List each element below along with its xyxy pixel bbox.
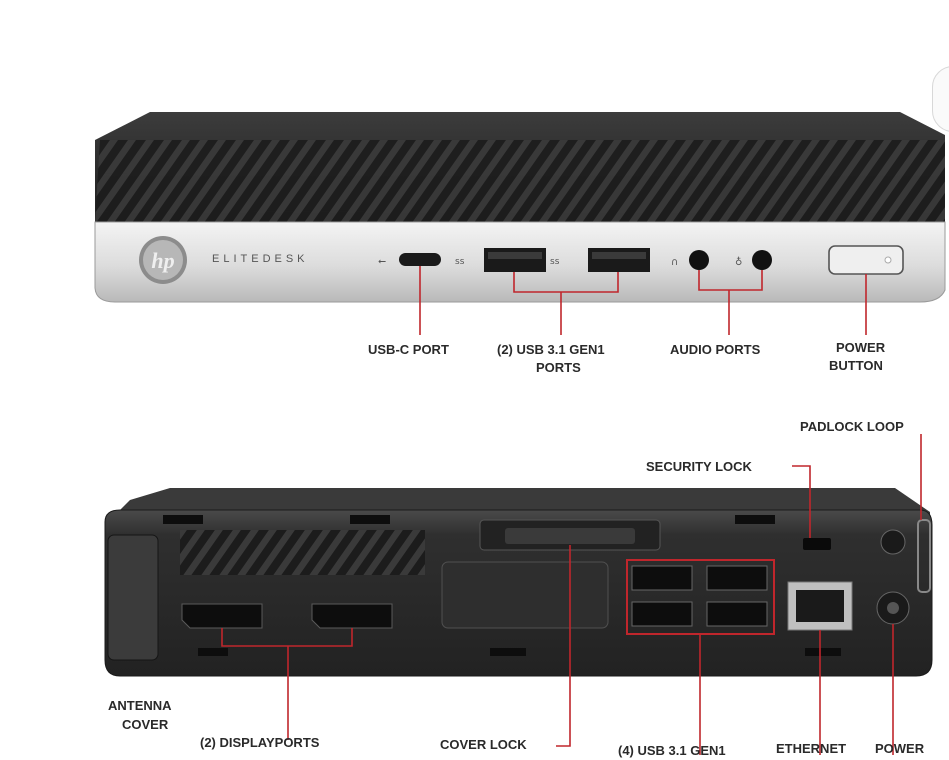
svg-text:♁: ♁	[735, 256, 742, 268]
svg-text:ss: ss	[550, 257, 560, 267]
svg-text:⭠: ⭠	[378, 256, 386, 267]
usb-a-port-icon: ss ss	[455, 248, 650, 272]
label-antenna-line1: ANTENNA	[108, 698, 172, 713]
scroll-edge-button[interactable]	[932, 66, 949, 132]
rear-usb-port-icon	[626, 559, 775, 635]
label-ethernet: ETHERNET	[776, 741, 847, 756]
rear-callouts	[221, 434, 922, 755]
label-audio-ports: AUDIO PORTS	[670, 342, 761, 357]
label-cover-lock: COVER LOCK	[440, 737, 527, 752]
front-callouts	[419, 266, 867, 335]
label-usb31-line2: PORTS	[536, 360, 581, 375]
svg-text:∩: ∩	[671, 257, 678, 268]
antenna-cover	[107, 534, 159, 661]
ethernet-port-icon	[787, 581, 853, 631]
svg-text:hp: hp	[151, 248, 174, 273]
security-lock-slot	[803, 538, 831, 550]
svg-text:ss: ss	[455, 257, 465, 267]
elitedesk-brand-text: ELITEDESK	[212, 253, 309, 265]
label-rear-usb31: (4) USB 3.1 GEN1	[618, 743, 726, 758]
rear-vent	[180, 530, 425, 575]
label-antenna-line2: COVER	[122, 717, 169, 732]
displayport-icon	[181, 603, 841, 656]
cover-lock	[479, 519, 661, 551]
label-power-line2: BUTTON	[829, 358, 883, 373]
label-security-lock: SECURITY LOCK	[646, 459, 752, 474]
padlock-loop	[880, 519, 931, 593]
label-displayports: (2) DISPLAYPORTS	[200, 735, 320, 750]
rear-unit	[104, 488, 933, 677]
power-button-icon	[828, 245, 904, 275]
power-jack-icon	[876, 591, 910, 625]
label-padlock-loop: PADLOCK LOOP	[800, 419, 904, 434]
label-usb-c-port: USB-C PORT	[368, 342, 449, 357]
usb-c-port-icon: ⭠	[378, 253, 441, 267]
label-usb31-line1: (2) USB 3.1 GEN1	[497, 342, 605, 357]
label-power-line1: POWER	[836, 340, 886, 355]
label-rear-power: POWER	[875, 741, 925, 756]
front-unit: hp ⭠ ss ss ∩ ♁	[94, 112, 946, 303]
hp-logo: hp	[139, 236, 187, 284]
audio-jack-icon: ∩ ♁	[671, 250, 772, 270]
